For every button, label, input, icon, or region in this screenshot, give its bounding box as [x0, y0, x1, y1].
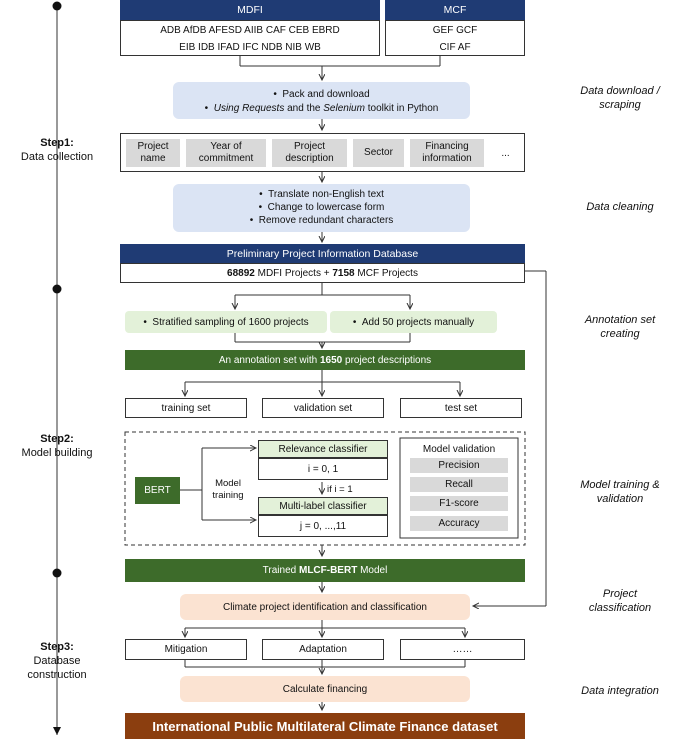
database-counts: 68892 MDFI Projects + 7158 MCF Projects [120, 263, 525, 283]
download-bullet-1: • Pack and download [273, 88, 370, 100]
trained-model: Trained MLCF-BERT Model [125, 559, 525, 582]
field-more: ... [501, 147, 510, 159]
stage-download: Data download /scraping [580, 85, 660, 111]
annotation-set: An annotation set with 1650 project desc… [125, 350, 525, 370]
field-year: Year of commitment [186, 139, 266, 167]
sampling-stratified: • Stratified sampling of 1600 projects [125, 311, 327, 333]
cleaning-box: • Translate non-English text • Change to… [173, 184, 470, 232]
field-financing: Financing information [410, 139, 484, 167]
field-sector: Sector [353, 139, 404, 167]
metric-precision: Precision [410, 458, 508, 473]
step2-label: Step2: Model building [21, 433, 93, 459]
split-test: test set [400, 398, 522, 418]
fields-box: Project name Year of commitment Project … [120, 133, 525, 172]
step3-label: Step3: Database construction [27, 641, 87, 681]
final-dataset: International Public Multilateral Climat… [125, 713, 525, 739]
multilabel-classifier-value: j = 0, ...,11 [258, 515, 388, 537]
timeline-dot [52, 568, 62, 578]
mcf-institutions: GEF GCF CIF AF [385, 20, 525, 56]
mcf-line-2: CIF AF [439, 41, 471, 53]
timeline-dot [52, 284, 62, 294]
mdfi-institutions: ADB AfDB AFESD AIIB CAF CEB EBRD EIB IDB… [120, 20, 380, 56]
database-title: Preliminary Project Information Database [120, 244, 525, 263]
timeline-dot [52, 1, 62, 11]
relevance-classifier-title: Relevance classifier [258, 440, 388, 458]
field-description: Project description [272, 139, 347, 167]
stage-integration: Data integration [581, 685, 659, 697]
multilabel-classifier-title: Multi-label classifier [258, 497, 388, 515]
identification-box: Climate project identification and class… [180, 594, 470, 620]
model-training-label: Model training [212, 478, 244, 501]
model-building-frame [124, 431, 526, 546]
split-training: training set [125, 398, 247, 418]
mcf-header: MCF [385, 0, 525, 20]
model-validation-frame [399, 437, 519, 539]
relevance-classifier-value: i = 0, 1 [258, 458, 388, 480]
model-validation-title: Model validation [422, 443, 496, 455]
mdfi-line-1: ADB AfDB AFESD AIIB CAF CEB EBRD [160, 24, 340, 36]
split-validation: validation set [262, 398, 384, 418]
field-project-name: Project name [126, 139, 180, 167]
download-box: • Pack and download • Using Requests and… [173, 82, 470, 119]
mdfi-header: MDFI [120, 0, 380, 20]
metric-recall: Recall [410, 477, 508, 492]
category-more: …… [400, 639, 525, 660]
metric-f1: F1-score [410, 496, 508, 511]
stage-cleaning: Data cleaning [586, 201, 654, 213]
mcf-line-1: GEF GCF [432, 24, 478, 36]
condition-label: if i = 1 [327, 484, 353, 495]
category-mitigation: Mitigation [125, 639, 247, 660]
cleaning-bullet: • Remove redundant characters [249, 215, 394, 226]
financing-box: Calculate financing [180, 676, 470, 702]
metric-accuracy: Accuracy [410, 516, 508, 531]
step1-label: Step1: Data collection [20, 137, 94, 163]
sampling-manual: • Add 50 projects manually [330, 311, 497, 333]
timeline-arrow-head [53, 727, 61, 735]
cleaning-bullet: • Translate non-English text [259, 189, 384, 200]
cleaning-bullet: • Change to lowercase form [258, 202, 385, 213]
download-bullet-2: • Using Requests and the Selenium toolki… [204, 102, 439, 114]
bert-box: BERT [135, 477, 180, 504]
category-adaptation: Adaptation [262, 639, 384, 660]
stage-training: Model training &validation [580, 479, 660, 505]
mdfi-line-2: EIB IDB IFAD IFC NDB NIB WB [179, 41, 321, 53]
